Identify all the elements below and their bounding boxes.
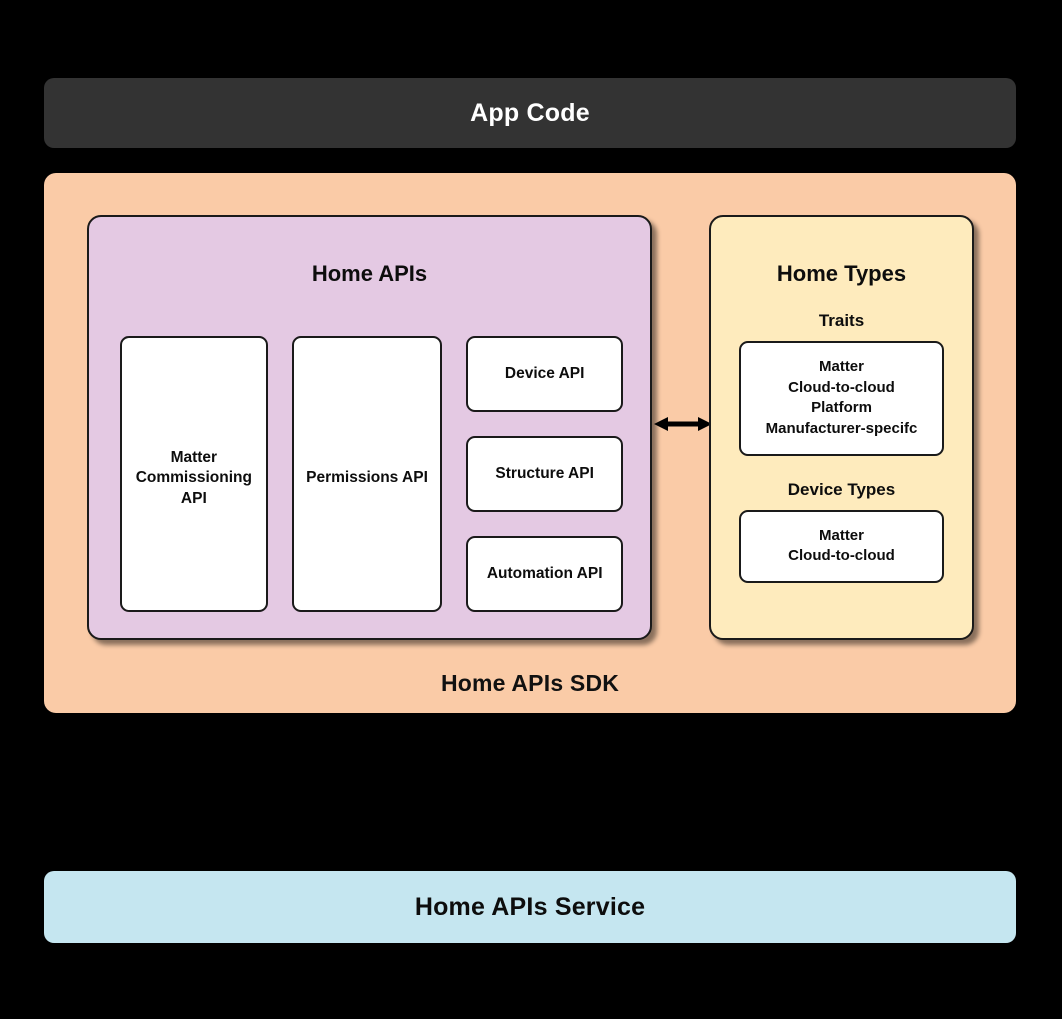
structure-api-box: Structure API [466, 436, 623, 512]
home-apis-title: Home APIs [311, 261, 428, 286]
device-api-label: Device API [504, 365, 585, 382]
api-stack-column: Device API Structure API Automation API [466, 336, 623, 612]
home-types-title: Home Types [776, 261, 907, 286]
automation-api-label: Automation API [486, 565, 603, 582]
home-apis-service-label: Home APIs Service [414, 892, 646, 921]
permissions-api-label: Permissions API [306, 469, 428, 486]
structure-api-label: Structure API [495, 465, 594, 482]
traits-heading: Traits [818, 311, 865, 330]
device-api-box: Device API [466, 336, 623, 412]
app-code-block: App Code [44, 78, 1016, 148]
home-apis-service-block: Home APIs Service [44, 871, 1016, 943]
app-code-label: App Code [470, 98, 590, 127]
automation-api-box: Automation API [466, 536, 623, 612]
permissions-api-box: Permissions API [291, 336, 443, 612]
double-headed-arrow-icon [654, 413, 712, 435]
device-types-heading: Device Types [787, 479, 896, 499]
home-apis-sdk-caption: Home APIs SDK [440, 670, 620, 696]
